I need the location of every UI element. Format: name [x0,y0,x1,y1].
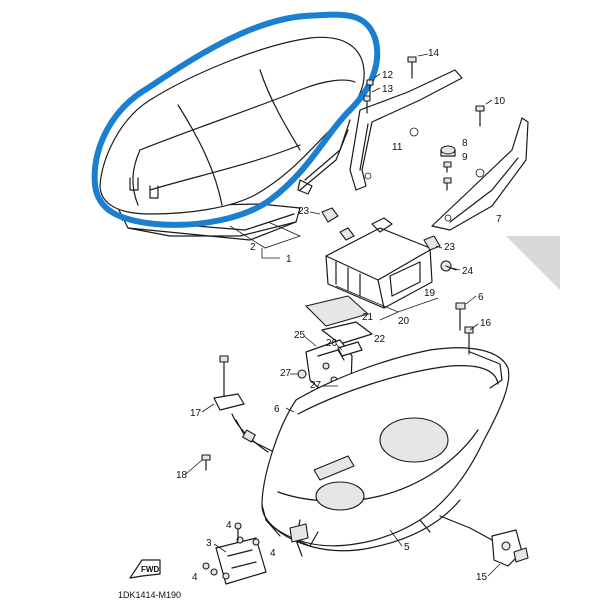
leader-lines [185,211,501,577]
callout-3: 3 [206,538,212,549]
callout-2: 2 [250,242,256,253]
background-shape [506,236,560,290]
callout-26: 26 [326,338,338,349]
callout-5: 5 [404,542,410,553]
callout-19: 19 [424,288,436,299]
screw-24 [440,260,457,272]
callout-13: 13 [382,84,394,95]
callout-8: 8 [462,138,468,149]
pad-26 [337,341,363,357]
callout-23a: 23 [298,206,310,217]
callout-6b: 6 [274,404,280,415]
callout-12: 12 [382,70,394,81]
pad-22 [321,321,373,345]
pad-21 [305,295,369,327]
callout-16: 16 [480,318,492,329]
bolt-hardware [363,53,493,191]
callout-11: 11 [392,142,403,153]
rubber-cap-23b [423,235,441,251]
callout-9: 9 [462,152,468,163]
callout-6a: 6 [478,292,484,303]
callout-15: 15 [476,572,488,583]
bolt-6-right [455,302,466,331]
bolt-16 [464,326,474,355]
fwd-direction-arrow: FWD [129,559,161,579]
callout-25: 25 [294,330,306,341]
callout-4c: 4 [192,572,198,583]
callout-23b: 23 [444,242,456,253]
grab-rail-left[interactable] [349,69,463,191]
battery-box[interactable] [325,217,433,309]
seat-lock-cable[interactable] [213,355,283,457]
storage-box[interactable] [261,347,510,557]
bolt-18 [201,454,211,471]
seat-latch[interactable] [439,515,529,567]
clip-27a [297,369,307,379]
callout-22: 22 [374,334,386,345]
callout-10: 10 [494,96,506,107]
drawing-code: 1DK1414-M190 [118,590,181,600]
callout-17: 17 [190,408,202,419]
callout-24: 24 [462,266,474,277]
callout-21: 21 [362,312,374,323]
callout-4b: 4 [270,548,276,559]
rubber-cap-23a [321,207,339,223]
callout-1: 1 [286,254,292,265]
seat-highlight-outline [91,11,381,228]
callout-18: 18 [176,470,188,481]
callout-7: 7 [496,214,502,225]
grab-rail-right[interactable] [431,117,529,231]
callout-20: 20 [398,316,410,327]
callout-4a: 4 [226,520,232,531]
callout-labels: 1 2 3 4 4 4 5 6 6 7 8 9 10 11 12 13 14 1… [176,48,506,583]
seat-hinge[interactable] [215,536,267,585]
callout-14: 14 [428,48,440,59]
callout-27a: 27 [280,368,292,379]
callout-27b: 27 [310,380,322,391]
hinge-bolts [202,522,260,580]
svg-text:FWD: FWD [141,565,159,574]
